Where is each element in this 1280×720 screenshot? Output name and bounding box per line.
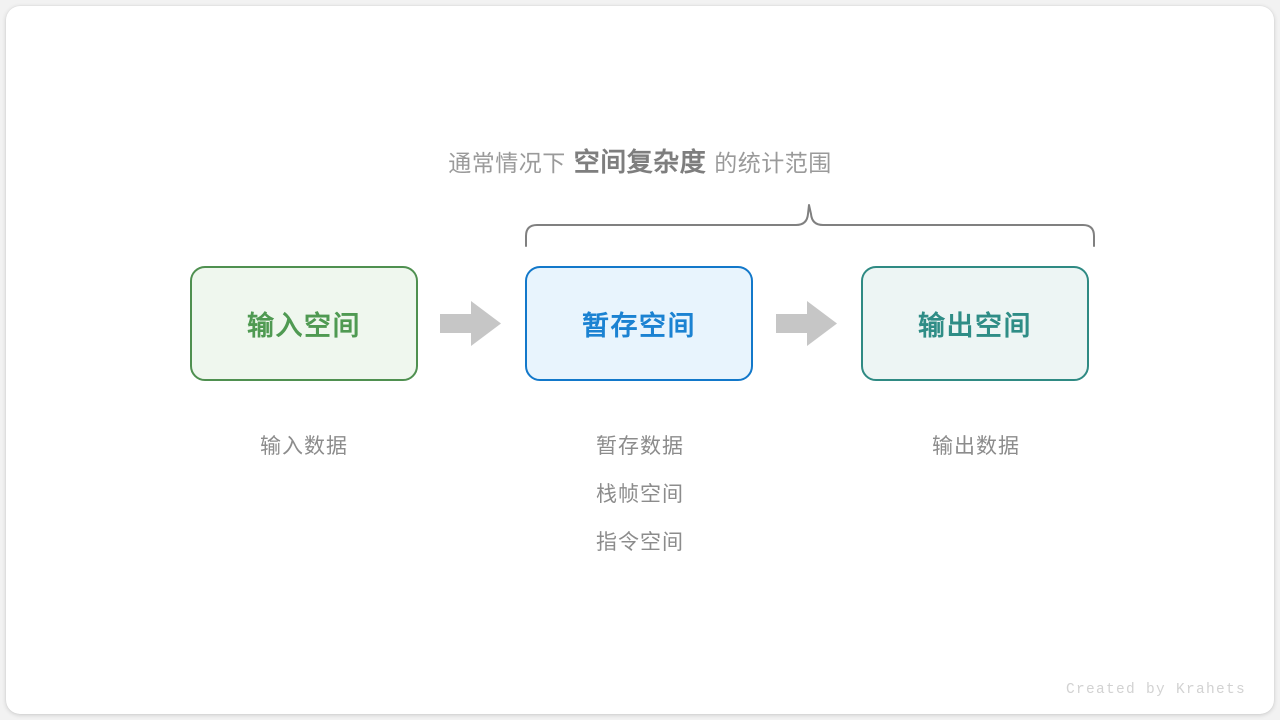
heading-suffix: 的统计范围 bbox=[714, 150, 832, 176]
heading-emphasis: 空间复杂度 bbox=[573, 147, 707, 177]
heading-prefix: 通常情况下 bbox=[448, 150, 566, 176]
box-temp-space[interactable]: 暂存空间 bbox=[525, 266, 753, 381]
box-output-space-label: 输出空间 bbox=[918, 311, 1032, 341]
box-output-space[interactable]: 输出空间 bbox=[861, 266, 1089, 381]
curly-brace-icon bbox=[525, 204, 1095, 247]
arrow-right-icon-1 bbox=[440, 300, 502, 347]
caption-item: 指令空间 bbox=[596, 531, 684, 554]
caption-item: 输入数据 bbox=[260, 435, 348, 458]
captions-input: 输入数据 bbox=[154, 423, 454, 471]
caption-item: 输出数据 bbox=[932, 435, 1020, 458]
caption-item: 暂存数据 bbox=[596, 435, 684, 458]
captions-output: 输出数据 bbox=[826, 423, 1126, 471]
watermark-credit: Created by Krahets bbox=[1065, 682, 1246, 698]
box-input-space[interactable]: 输入空间 bbox=[190, 266, 418, 381]
brace-container bbox=[515, 196, 1105, 248]
box-temp-space-label: 暂存空间 bbox=[582, 311, 696, 341]
box-input-space-label: 输入空间 bbox=[247, 311, 361, 341]
diagram-heading: 通常情况下空间复杂度的统计范围 bbox=[0, 149, 1280, 175]
caption-item: 栈帧空间 bbox=[596, 483, 684, 506]
captions-temp: 暂存数据 栈帧空间 指令空间 bbox=[490, 423, 790, 567]
arrow-right-icon-2 bbox=[776, 300, 838, 347]
